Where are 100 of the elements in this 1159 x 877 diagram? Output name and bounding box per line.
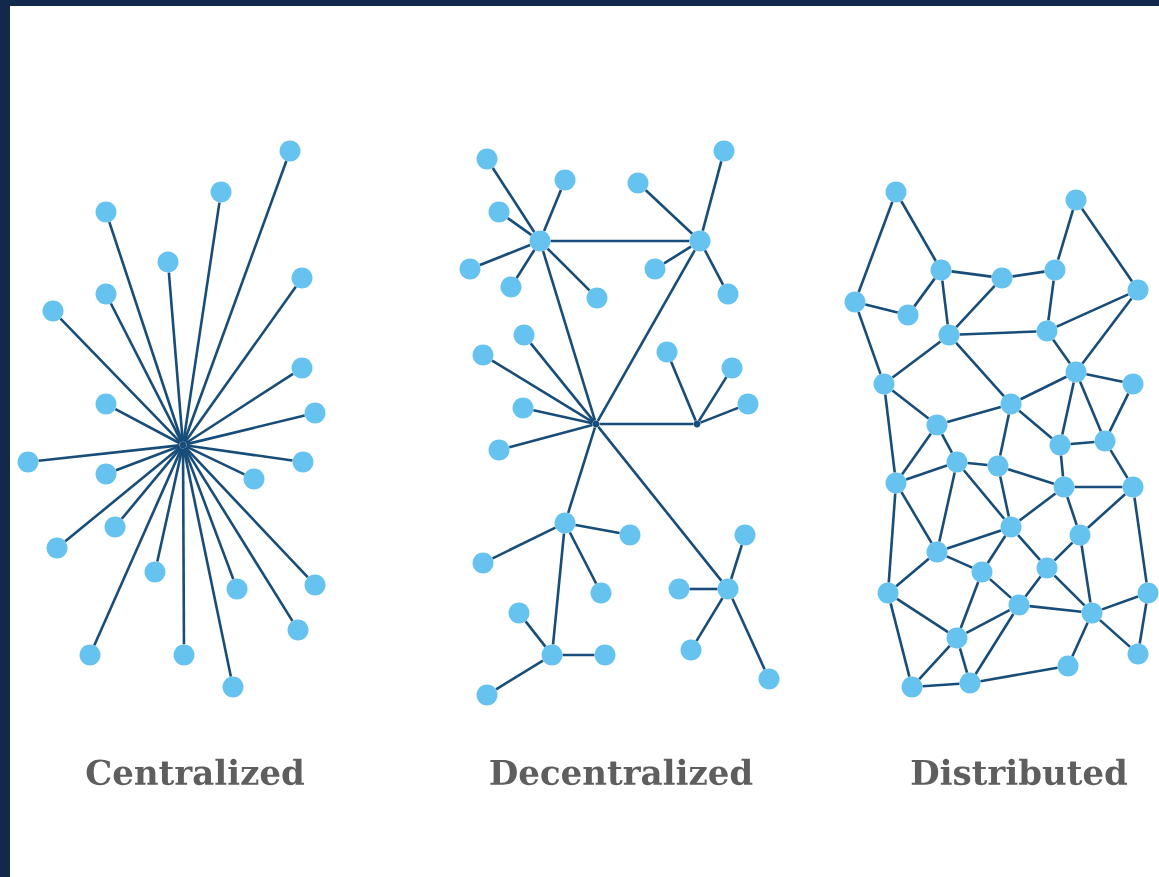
connection-line — [955, 284, 996, 329]
connection-line — [1056, 209, 1075, 261]
connection-line — [575, 523, 620, 535]
network-node — [946, 451, 968, 473]
network-node — [512, 397, 534, 419]
connection-line — [550, 239, 690, 243]
connection-line — [1056, 293, 1129, 328]
network-node — [959, 672, 981, 694]
network-node — [488, 201, 510, 223]
network-node — [476, 148, 498, 170]
network-node — [926, 414, 948, 436]
connection-line — [1061, 382, 1075, 435]
connection-line — [1086, 372, 1123, 384]
junction-point — [179, 441, 187, 449]
connection-line — [1070, 440, 1095, 446]
network-node — [279, 140, 301, 162]
network-node — [1127, 279, 1149, 301]
connection-line — [491, 167, 536, 233]
connection-line — [1053, 541, 1074, 562]
connection-line — [542, 189, 563, 232]
network-node — [844, 291, 866, 313]
connection-line — [186, 444, 293, 462]
connection-line — [1020, 375, 1067, 401]
connection-line — [998, 476, 1011, 517]
network-node — [1137, 582, 1159, 604]
connection-line — [1108, 393, 1130, 432]
network-node — [926, 541, 948, 563]
network-node — [500, 276, 522, 298]
network-node — [513, 324, 535, 346]
network-node — [459, 258, 481, 280]
junction-point — [592, 420, 600, 428]
network-node — [1049, 434, 1071, 456]
network-node — [1036, 557, 1058, 579]
connection-line — [891, 389, 930, 420]
connection-line — [1053, 574, 1086, 607]
connection-line — [185, 372, 294, 445]
network-node — [586, 287, 608, 309]
connection-line — [865, 303, 898, 314]
network-node — [717, 283, 739, 305]
connection-line — [900, 200, 937, 262]
connection-line — [524, 620, 547, 648]
network-node — [554, 169, 576, 191]
network-node — [488, 439, 510, 461]
connection-line — [669, 361, 697, 422]
network-node — [627, 172, 649, 194]
network-node — [173, 644, 195, 666]
connection-line — [989, 578, 1012, 599]
network-node — [508, 602, 530, 624]
network-node — [1036, 320, 1058, 342]
network-title: Centralized — [86, 758, 304, 786]
network-node — [1081, 602, 1103, 624]
connection-line — [115, 445, 180, 472]
connection-line — [1066, 496, 1078, 526]
network-node — [243, 468, 265, 490]
connection-line — [955, 342, 1005, 397]
network-node — [291, 357, 313, 379]
connection-line — [895, 557, 930, 588]
connection-line — [596, 249, 696, 422]
connection-line — [900, 491, 933, 544]
network-node — [885, 472, 907, 494]
connection-line — [1074, 485, 1123, 489]
connection-line — [980, 666, 1058, 683]
connection-line — [109, 302, 183, 443]
network-node — [1000, 516, 1022, 538]
connection-line — [515, 249, 536, 279]
connection-line — [644, 189, 694, 235]
network-node — [287, 619, 309, 641]
connection-line — [1018, 409, 1053, 440]
connection-line — [701, 161, 723, 231]
network-node — [95, 201, 117, 223]
connection-line — [120, 447, 182, 520]
network-node — [1053, 476, 1075, 498]
network-node — [95, 393, 117, 415]
connection-line — [479, 243, 531, 267]
connection-line — [1047, 280, 1055, 321]
connection-line — [1101, 595, 1139, 611]
connection-line — [59, 317, 182, 444]
network-node — [304, 402, 326, 424]
network-node — [104, 516, 126, 538]
connection-line — [1052, 338, 1071, 364]
connection-line — [1017, 534, 1041, 561]
connection-line — [1099, 619, 1131, 648]
network-node — [1065, 361, 1087, 383]
connection-line — [896, 597, 949, 634]
network-node — [668, 578, 690, 600]
network-node — [689, 230, 711, 252]
connection-line — [1018, 492, 1057, 522]
network-node — [897, 304, 919, 326]
network-node — [737, 393, 759, 415]
network-node — [95, 463, 117, 485]
connection-line — [492, 526, 556, 560]
network-node — [1069, 524, 1091, 546]
connection-line — [857, 201, 894, 293]
connection-line — [1024, 575, 1042, 598]
connection-line — [182, 202, 221, 442]
connection-line — [1138, 603, 1148, 644]
connection-line — [1109, 449, 1129, 479]
network-node — [1044, 259, 1066, 281]
connection-line — [509, 423, 593, 449]
connection-line — [167, 272, 184, 442]
